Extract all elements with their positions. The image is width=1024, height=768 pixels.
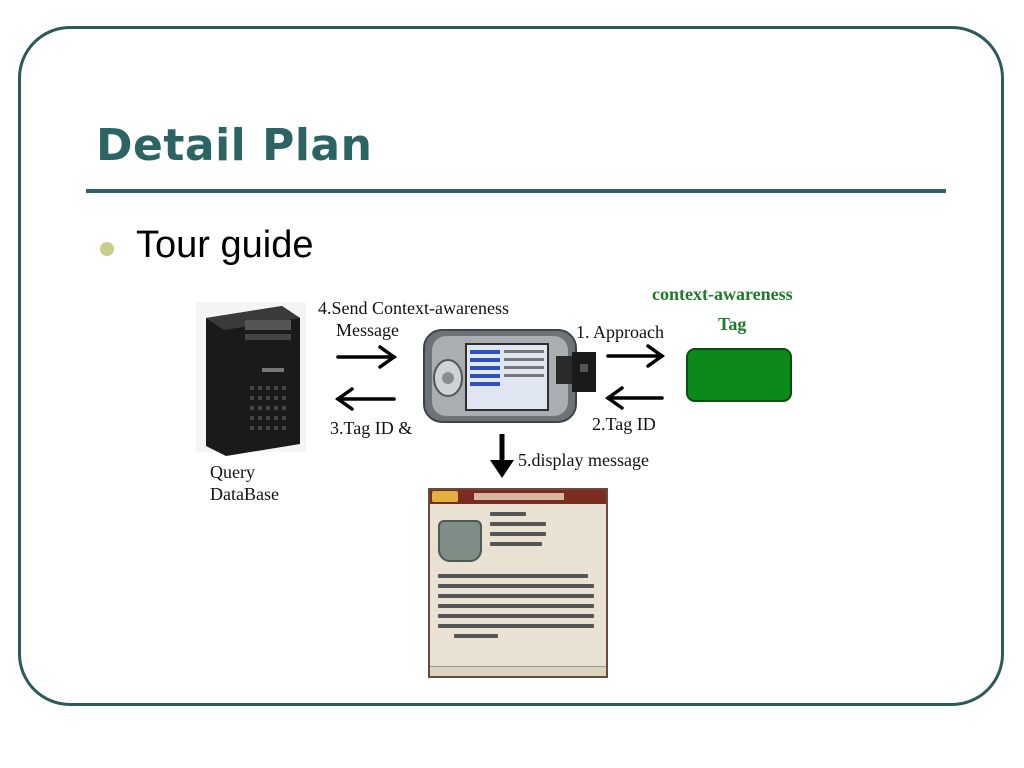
screen-text-line: [490, 522, 546, 526]
label-database: DataBase: [210, 484, 279, 504]
pda-device-icon: [423, 329, 596, 423]
screen-text-line: [438, 604, 594, 608]
label-tag-id: 2.Tag ID: [592, 414, 656, 434]
screen-text-line: [454, 634, 498, 638]
label-message: Message: [336, 320, 399, 340]
bullet-icon: [100, 242, 114, 256]
bronze-vessel-icon: [438, 520, 482, 562]
label-tag-id-and: 3.Tag ID &: [330, 418, 413, 438]
arrow-down-icon: [490, 434, 514, 478]
rfid-tag-icon: [686, 348, 792, 402]
slide-frame: [18, 26, 1004, 706]
arrow-left-icon: [334, 387, 396, 411]
bullet-tour-guide: Tour guide: [136, 224, 314, 266]
screen-footer: [430, 666, 606, 676]
screen-text-line: [490, 532, 546, 536]
screen-number-badge: [432, 491, 458, 502]
arrow-right-icon: [606, 344, 666, 368]
arrow-left-icon: [604, 386, 664, 410]
label-approach: 1. Approach: [576, 322, 664, 342]
screen-text-line: [490, 542, 542, 546]
screen-text-line: [438, 574, 588, 578]
title-divider: [86, 189, 946, 193]
screen-header: [430, 490, 606, 504]
screen-text-line: [438, 594, 594, 598]
screen-text-line: [438, 614, 594, 618]
screen-title-bar: [474, 493, 564, 500]
museum-screen-icon: [428, 488, 608, 678]
screen-text-line: [438, 584, 594, 588]
arrow-right-icon: [336, 345, 398, 369]
server-tower-icon: [196, 302, 306, 456]
label-send-context: 4.Send Context-awareness: [318, 298, 509, 318]
label-display-message: 5.display message: [518, 450, 649, 470]
label-query: Query: [210, 462, 255, 482]
screen-text-line: [438, 624, 594, 628]
slide-title: Detail Plan: [96, 120, 373, 171]
label-context-awareness: context-awareness: [652, 284, 793, 304]
label-tag: Tag: [718, 314, 747, 334]
screen-text-line: [490, 512, 526, 516]
